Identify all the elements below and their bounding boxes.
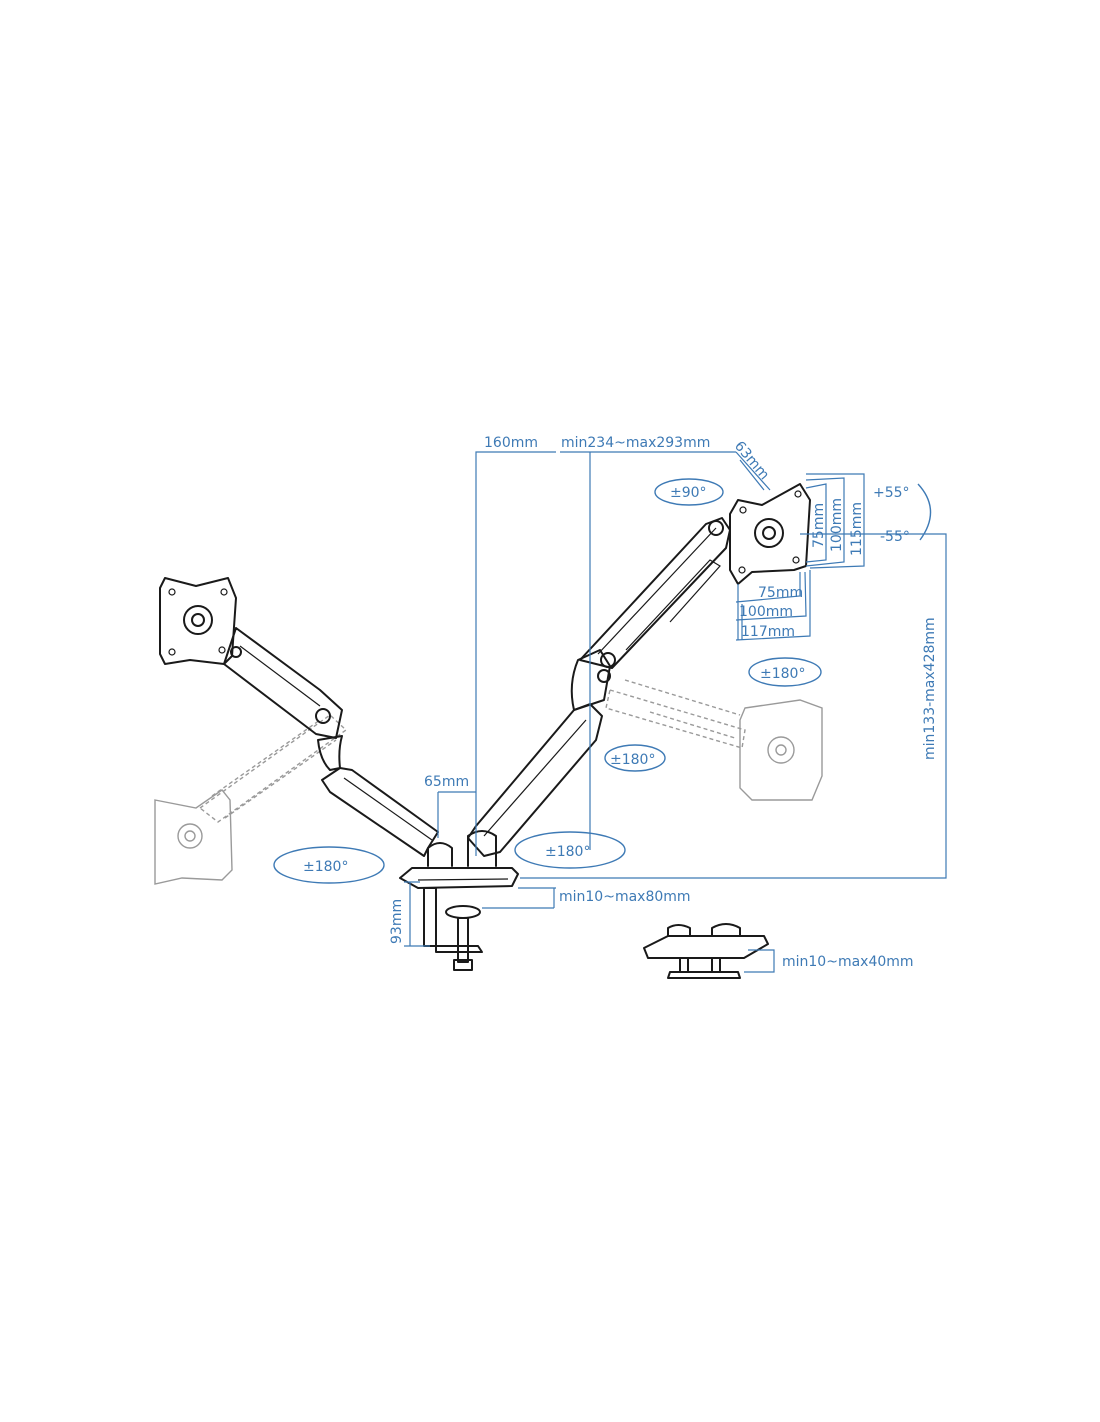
- tilt-arc: [917, 483, 932, 541]
- dim-line-clamp-range: [482, 887, 556, 909]
- label-tilt-plus: +55°: [873, 485, 910, 501]
- label-vesa-v75: 75mm: [811, 503, 827, 548]
- left-vesa-plate: [159, 577, 237, 665]
- right-arm-ghost-position: [605, 679, 823, 801]
- rotation-ellipse-right-head: [748, 657, 822, 687]
- desk-clamp-base: [399, 867, 519, 971]
- rotation-indicators: [273, 478, 932, 884]
- dim-line-160: [475, 451, 556, 856]
- label-rotate-90: ±90°: [670, 485, 707, 501]
- rotation-ellipse-90: [654, 478, 724, 506]
- label-tilt-minus: -55°: [880, 529, 910, 545]
- dim-line-93: [404, 881, 430, 947]
- label-vesa-h117: 117mm: [741, 624, 795, 640]
- left-arm: [223, 627, 439, 857]
- label-160mm: 160mm: [484, 435, 538, 451]
- dimension-labels: 160mm min234~max293mm 63mm ±90° +55° -55…: [303, 435, 938, 970]
- dim-line-vesa-horizontal: [735, 570, 811, 641]
- label-reach: min234~max293mm: [561, 435, 710, 451]
- right-arm: [467, 517, 731, 857]
- rotation-ellipse-left: [273, 846, 385, 884]
- dim-line-grommet-range: [744, 949, 775, 973]
- label-swivel-right-elbow: ±180°: [610, 752, 655, 768]
- dim-line-vesa-vertical: [805, 473, 865, 569]
- label-vesa-v115: 115mm: [849, 502, 865, 556]
- rotation-ellipse-right-elbow: [604, 744, 666, 772]
- right-vesa-plate: [729, 483, 811, 585]
- label-swivel-left: ±180°: [303, 859, 348, 875]
- label-height: min133-max428mm: [922, 617, 938, 760]
- label-vesa-h75: 75mm: [758, 585, 803, 601]
- label-vesa-depth: 63mm: [731, 438, 772, 483]
- label-grommet-range: min10~max40mm: [782, 954, 914, 970]
- label-vesa-v100: 100mm: [829, 498, 845, 552]
- label-65mm: 65mm: [424, 774, 469, 790]
- dimension-lines: [404, 451, 947, 973]
- label-clamp-93mm: 93mm: [389, 899, 405, 944]
- grommet-mount-inset: [643, 923, 769, 979]
- left-arm-ghost-position: [154, 714, 348, 885]
- label-swivel-center: ±180°: [545, 844, 590, 860]
- dim-line-height: [520, 533, 947, 879]
- label-clamp-range: min10~max80mm: [559, 889, 691, 905]
- rotation-ellipse-center: [514, 831, 626, 869]
- label-vesa-h100: 100mm: [739, 604, 793, 620]
- dim-line-65: [437, 791, 476, 838]
- dim-line-63: [735, 451, 771, 491]
- label-swivel-right-head: ±180°: [760, 666, 805, 682]
